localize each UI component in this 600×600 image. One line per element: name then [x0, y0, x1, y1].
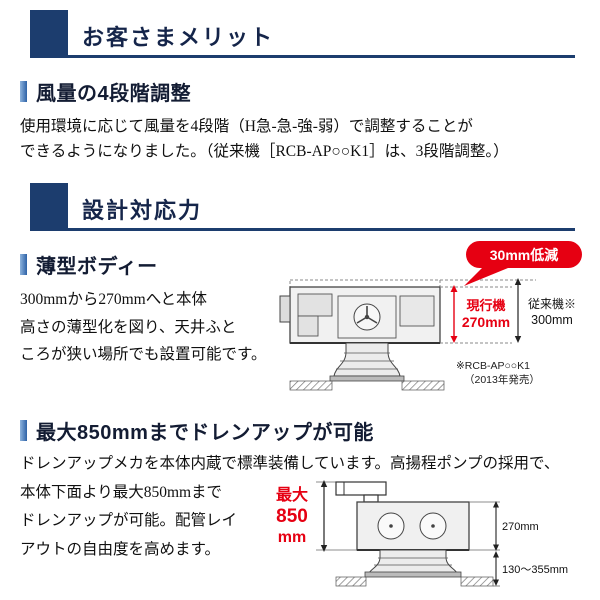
- ceiling-hatch-left: [335, 576, 367, 587]
- drain-up-diagram: 最大 850 mm: [276, 480, 568, 587]
- thin-body-heading-row: 薄型ボディー: [20, 250, 158, 279]
- drain-up-text: ドレンアップメカを本体内蔵で標準装備しています。高揚程ポンプの採用で、 本体下面…: [20, 455, 560, 559]
- max-lift-label: 最大 850 mm: [276, 485, 308, 546]
- unit-height-dimension: 270mm 130〜355mm: [469, 501, 568, 587]
- ac-unit-drawing: [335, 501, 494, 587]
- footnote-year: （2013年発売）: [464, 373, 540, 386]
- unit-height-value: 270mm: [502, 521, 539, 533]
- heading-accent-bar: [20, 81, 27, 102]
- drain-up-heading: 最大850mmまでドレンアップが可能: [36, 422, 374, 444]
- ceiling-hatch-right: [460, 576, 494, 587]
- design-header: 設計対応力: [30, 183, 575, 231]
- thin-body-text: 300mmから270mmへと本体 高さの薄型化を図り、天井ふと ころが狭い場所で…: [20, 291, 267, 364]
- ceiling-hatch-right: [401, 380, 445, 391]
- airflow-heading: 風量の4段階調整: [36, 83, 192, 105]
- design-header-title: 設計対応力: [82, 198, 203, 223]
- lift-dimension: [316, 480, 357, 552]
- design-header-accent-block: [30, 183, 68, 231]
- max-unit: mm: [278, 529, 306, 546]
- fan-icon: [353, 303, 381, 331]
- merit-header-accent-block: [30, 10, 68, 58]
- ceiling-hatch-left: [289, 380, 333, 391]
- drain-pipe: [335, 481, 387, 503]
- ac-unit-drawing: [279, 279, 445, 391]
- legacy-height-value: 300mm: [531, 313, 573, 327]
- max-label: 最大: [276, 485, 308, 504]
- reduction-callout-text: 30mm低減: [490, 247, 558, 263]
- reduction-callout: 30mm低減: [464, 241, 582, 286]
- current-model-label: 現行機: [466, 298, 505, 313]
- max-value: 850: [276, 506, 308, 527]
- airflow-heading-row: 風量の4段階調整: [20, 77, 191, 106]
- heading-accent-bar: [20, 254, 27, 275]
- ceiling-range-value: 130〜355mm: [502, 564, 568, 576]
- footnote-model: ※RCB-AP○○K1: [456, 360, 530, 372]
- current-height-value: 270mm: [462, 314, 510, 330]
- heading-accent-bar: [20, 420, 27, 441]
- thin-body-heading: 薄型ボディー: [36, 256, 158, 278]
- airflow-body: 使用環境に応じて風量を4段階（H急-急-強-弱）で調整することが できるようにな…: [20, 118, 509, 161]
- drain-up-heading-row: 最大850mmまでドレンアップが可能: [20, 416, 374, 445]
- thin-body-diagram: 現行機 270mm 従来機※ 300mm 30mm低減 ※RCB-AP○○K1 …: [279, 241, 582, 391]
- merit-header-title: お客さまメリット: [82, 25, 275, 50]
- legacy-model-label: 従来機※: [528, 296, 576, 311]
- height-dimensions: 現行機 270mm 従来機※ 300mm: [440, 278, 576, 344]
- merit-header: お客さまメリット: [30, 10, 575, 58]
